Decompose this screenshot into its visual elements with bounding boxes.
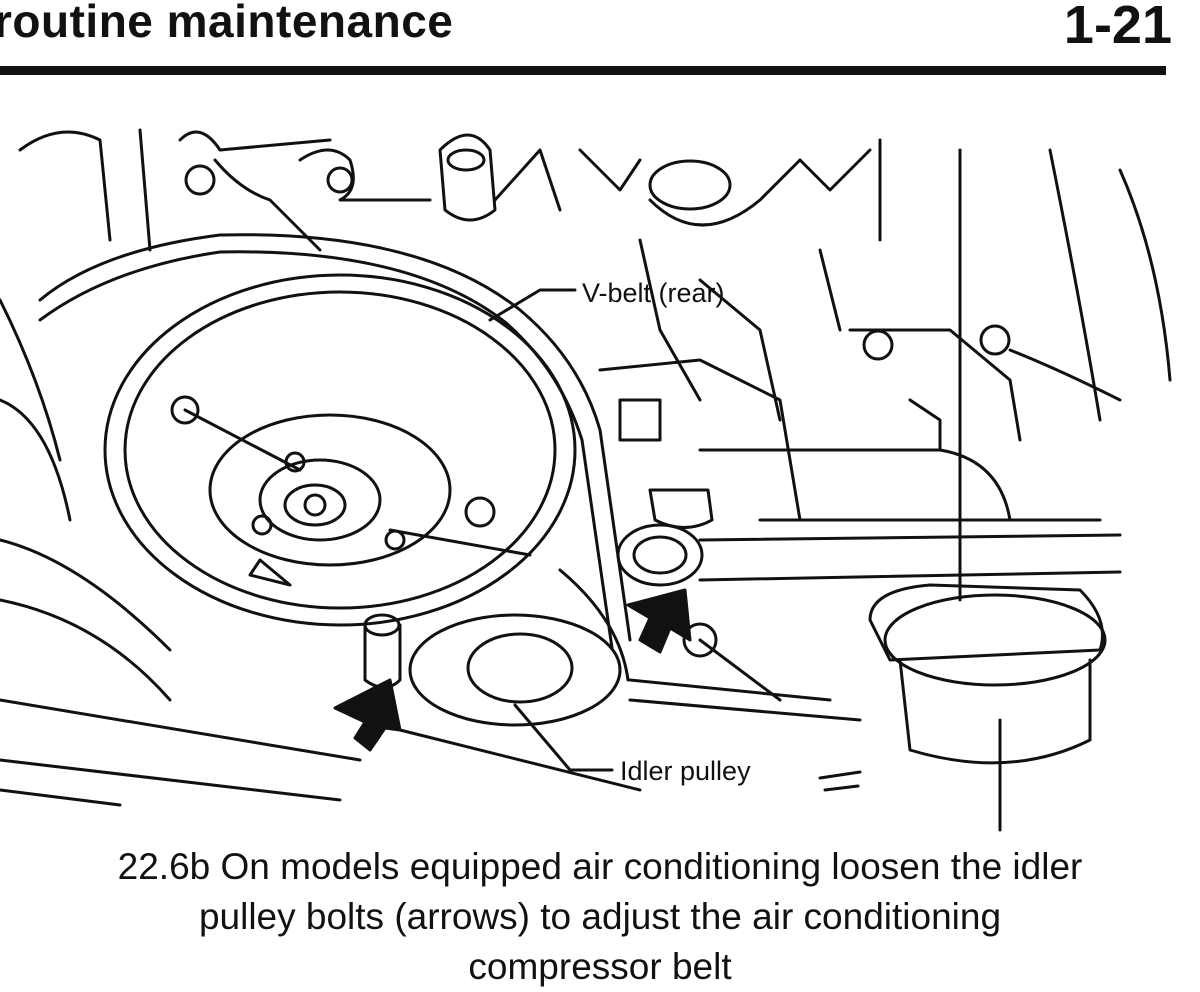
radiator-cap [868, 583, 1107, 765]
section-title: routine maintenance [0, 0, 454, 47]
caption-line: pulley bolts (arrows) to adjust the air … [198, 896, 1002, 937]
caption-line: compressor belt [468, 946, 732, 987]
figure-caption: 22.6b On models equipped air conditionin… [0, 842, 1200, 992]
idler-pulley-leader-line [513, 703, 614, 772]
arrow-icon [333, 678, 402, 752]
engine-background-lines [0, 128, 1172, 832]
compressor-pulley [103, 273, 577, 627]
idler-pulley-bracket [818, 770, 862, 792]
caption-line: 22.6b On models equipped air conditionin… [117, 846, 1083, 887]
page-number: 1-21 [1063, 0, 1172, 55]
adjuster-bolt-wrench [616, 488, 1122, 702]
idler-pulley-label: Idler pulley [620, 756, 751, 786]
v-belt-leader-line [488, 288, 577, 322]
arrow-icon [626, 588, 692, 654]
idler-pulley-assembly [363, 613, 622, 727]
v-belt-label: V-belt (rear) [582, 278, 725, 308]
engine-illustration: V-belt (rear) Idler pulley [0, 128, 1172, 832]
header-rule [0, 66, 1166, 75]
